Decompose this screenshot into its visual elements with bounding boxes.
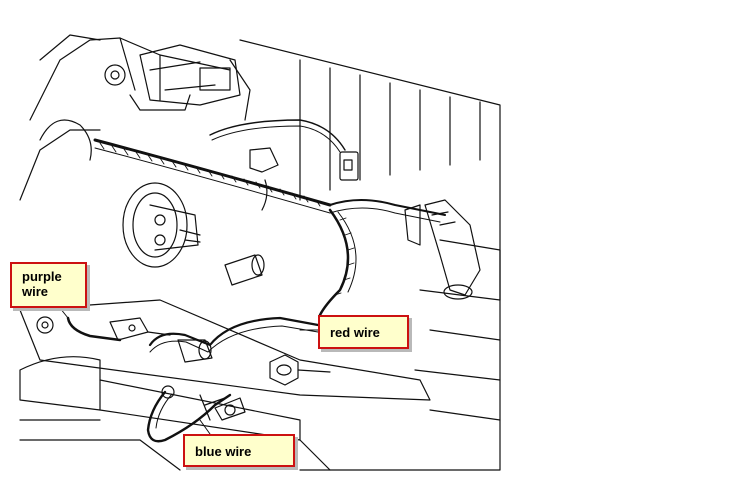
hex-nut <box>269 354 331 386</box>
blue-wire-label: blue wire <box>183 434 295 467</box>
red-wire-label: red wire <box>318 315 409 349</box>
right-sensor <box>404 199 481 300</box>
mounting-stud <box>224 254 265 286</box>
lower-bracket <box>19 299 431 471</box>
engine-block-outline <box>19 34 251 201</box>
purple-wire-label: purple wire <box>10 262 87 308</box>
harness-connectors <box>249 147 359 211</box>
purple-wire <box>66 316 171 342</box>
red-wire <box>148 316 320 363</box>
sensor-assembly <box>104 44 241 111</box>
callout-leaders <box>59 307 319 435</box>
main-wire-harness <box>93 119 446 317</box>
starter-solenoid <box>122 182 201 268</box>
blue-wire <box>146 385 246 443</box>
engine-block-panel <box>239 39 501 471</box>
